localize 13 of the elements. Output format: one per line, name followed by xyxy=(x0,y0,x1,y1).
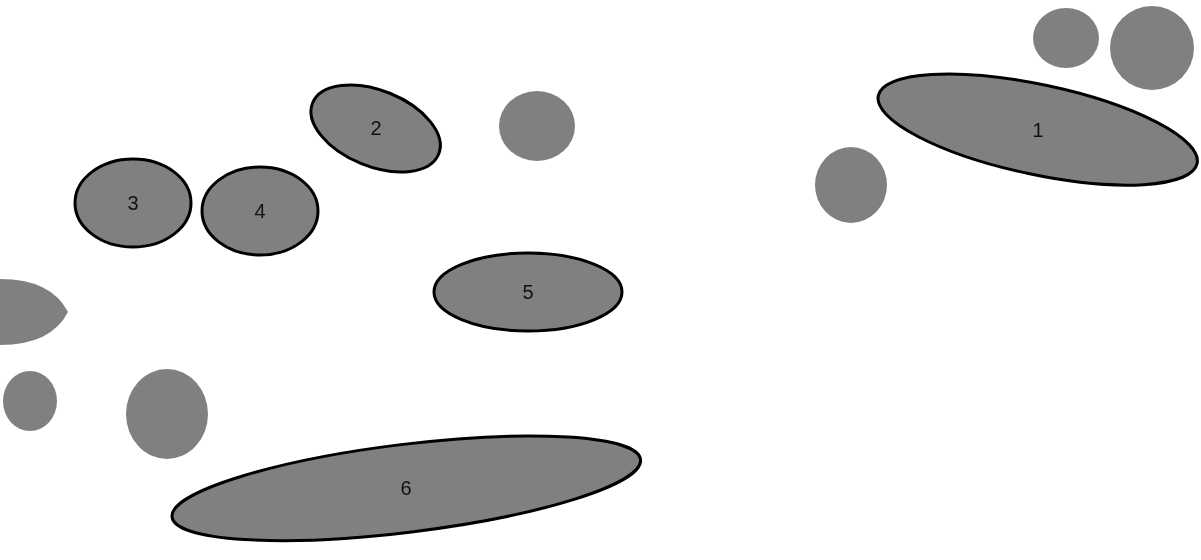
blob-shape xyxy=(499,91,575,161)
blob-shape xyxy=(1110,6,1194,90)
region-number: 5 xyxy=(522,282,534,302)
region-number: 3 xyxy=(127,193,139,213)
blob-shape xyxy=(815,147,887,223)
region-number: 4 xyxy=(254,201,266,221)
region-number: 1 xyxy=(1032,120,1044,140)
blob-shape xyxy=(126,369,208,459)
blob-shape xyxy=(1033,8,1099,68)
blob-shape xyxy=(0,279,68,345)
region-number: 2 xyxy=(370,118,382,138)
blob-shape xyxy=(3,371,57,431)
region-number: 6 xyxy=(400,478,412,498)
